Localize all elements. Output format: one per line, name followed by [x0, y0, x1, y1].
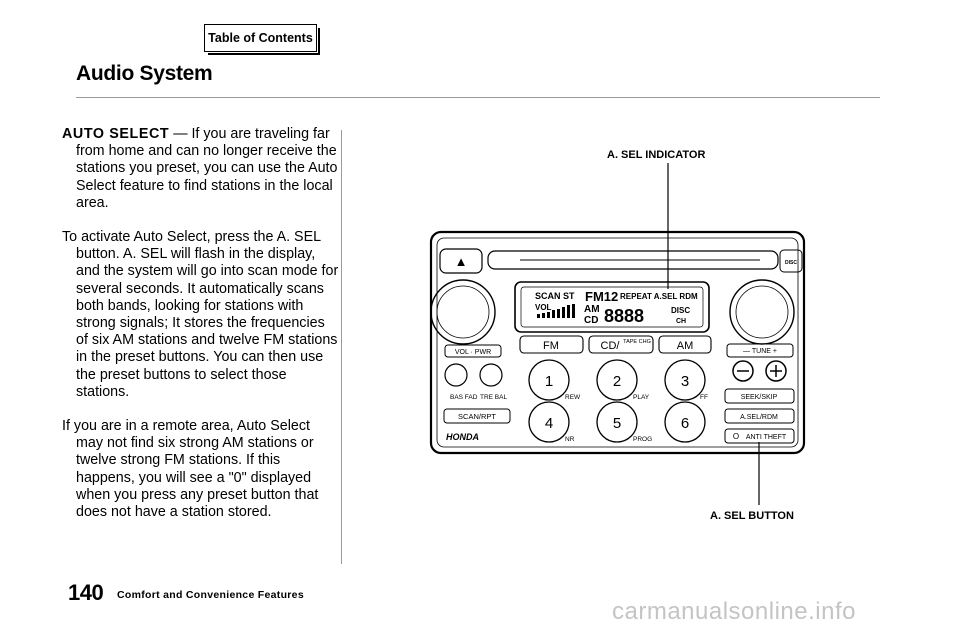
page-number: 140	[68, 580, 104, 605]
display-asel-indicator: REPEAT A.SEL RDM	[620, 292, 698, 301]
anti-theft-led: O	[733, 432, 739, 441]
preset-4-label: NR	[565, 436, 575, 443]
preset-3-label: FF	[700, 394, 708, 401]
eject-icon: ▲	[455, 254, 468, 269]
paragraph-auto-select: AUTO SELECT — If you are traveling far f…	[62, 126, 340, 212]
tune-down-button[interactable]	[732, 360, 754, 382]
fm-button-label: FM	[543, 340, 559, 352]
cd-button-label: CD/	[601, 340, 621, 352]
eject-button[interactable]	[439, 248, 483, 274]
fm-button[interactable]	[519, 335, 584, 354]
auto-select-description: — If you are traveling far from home and…	[76, 126, 338, 211]
anti-theft-label: ANTI THEFT	[746, 434, 787, 441]
tre-bal-label: TRE BAL	[480, 394, 507, 401]
honda-logo: HONDA	[446, 432, 479, 442]
asel-indicator-label: A. SEL INDICATOR	[607, 149, 706, 161]
auto-select-heading: AUTO SELECT	[62, 126, 170, 142]
vol-pwr-label: VOL · PWR	[455, 349, 491, 356]
paragraph-remote-area: If you are in a remote area, Auto Select…	[62, 418, 319, 521]
am-button[interactable]	[658, 335, 712, 354]
display-scan-st: SCAN ST	[535, 291, 575, 301]
display-vol: VOL	[535, 303, 552, 312]
tune-label-box	[726, 343, 794, 358]
preset-5-button[interactable]	[596, 401, 638, 443]
preset-2-label: PLAY	[633, 394, 650, 401]
treble-balance-knob[interactable]	[479, 363, 503, 387]
preset-3-number: 3	[681, 373, 689, 390]
preset-1-number: 1	[545, 373, 553, 390]
preset-6-button[interactable]	[664, 401, 706, 443]
display-fm12: FM12	[585, 289, 618, 304]
watermark: carmanualsonline.info	[612, 598, 856, 625]
display-cd: CD	[584, 315, 598, 326]
tune-label: — TUNE +	[743, 348, 777, 355]
asel-rdm-label: A.SEL/RDM	[740, 414, 778, 421]
title-divider	[76, 97, 880, 98]
seek-skip-button[interactable]	[724, 388, 795, 404]
bass-fader-knob[interactable]	[444, 363, 468, 387]
asel-button-label: A. SEL BUTTON	[710, 510, 794, 522]
preset-5-number: 5	[613, 415, 621, 432]
preset-1-label: REW	[565, 394, 581, 401]
scan-rpt-label: SCAN/RPT	[458, 412, 496, 421]
preset-4-button[interactable]	[528, 401, 570, 443]
preset-5-label: PROG	[633, 436, 652, 443]
tune-knob[interactable]	[729, 279, 795, 345]
disc-slot-label: DISC	[785, 260, 797, 266]
am-button-label: AM	[677, 340, 694, 352]
tune-up-button[interactable]	[765, 360, 787, 382]
footer-section-name: Comfort and Convenience Features	[117, 589, 304, 601]
paragraph-activate: To activate Auto Select, press the A. SE…	[62, 229, 339, 400]
preset-1-button[interactable]	[528, 359, 570, 401]
section-title: Audio System	[76, 62, 213, 85]
display-ch: CH	[676, 318, 686, 325]
bas-fad-label: BAS FAD	[450, 394, 478, 401]
body-text: AUTO SELECT — If you are traveling far f…	[62, 126, 340, 538]
seek-skip-label: SEEK/SKIP	[741, 394, 778, 401]
column-divider	[341, 130, 342, 564]
scan-rpt-button[interactable]	[443, 408, 511, 424]
preset-2-number: 2	[613, 373, 621, 390]
volume-bar-graph	[537, 304, 575, 318]
radio-chassis	[429, 230, 806, 455]
disc-slot	[487, 250, 779, 270]
cd-tape-button[interactable]	[588, 335, 654, 354]
preset-2-button[interactable]	[596, 359, 638, 401]
asel-rdm-button[interactable]	[724, 408, 795, 424]
vol-pwr-label-box	[444, 344, 502, 358]
display-disc: DISC	[671, 306, 690, 315]
display-digits: 8888	[604, 306, 644, 326]
preset-3-button[interactable]	[664, 359, 706, 401]
anti-theft-indicator	[724, 428, 795, 444]
display-panel	[514, 281, 710, 333]
tape-chg-label: TAPE CHG	[623, 339, 651, 345]
preset-6-number: 6	[681, 415, 689, 432]
preset-4-number: 4	[545, 415, 553, 432]
display-am: AM	[584, 304, 600, 315]
volume-knob[interactable]	[430, 279, 496, 345]
